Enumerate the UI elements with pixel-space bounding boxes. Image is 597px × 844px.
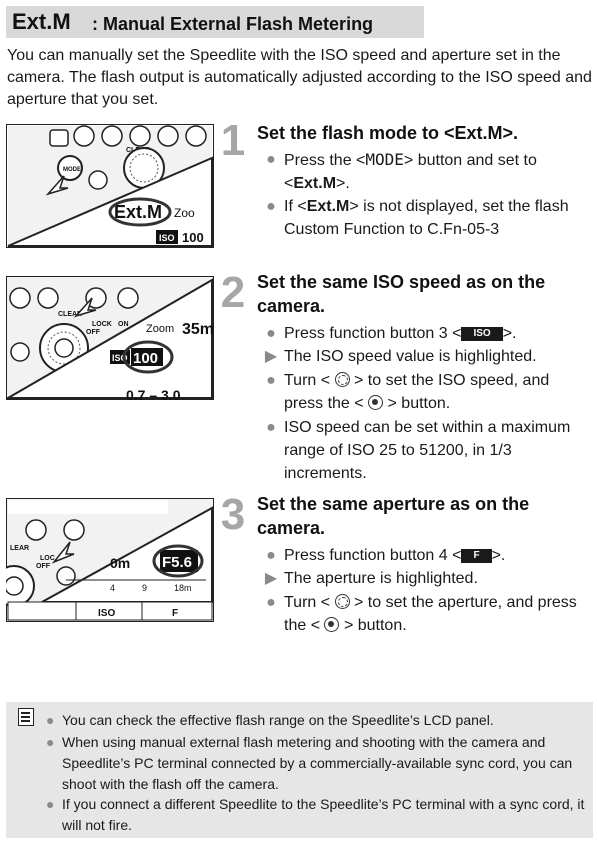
notes-box: ● You can check the effective flash rang…: [6, 702, 593, 838]
lcd-scale: 0.7 – 3.0: [126, 387, 181, 400]
bullet-marker: ●: [46, 796, 55, 812]
step2-number: 2: [220, 268, 246, 317]
bullet-marker: ●: [266, 198, 276, 215]
step3-illustration: LEAR LOC OFF 0m F5.6 4 9 18m ISO F: [6, 498, 214, 622]
off-label: OFF: [86, 329, 101, 336]
lock-label: LOCK: [92, 321, 112, 328]
bullet-marker: ●: [266, 151, 276, 168]
step3-number: 3: [220, 490, 246, 539]
step2-bullet3: ● ISO speed can be set within a maximum …: [262, 416, 592, 485]
btn-clear-label: CLEAR: [58, 311, 82, 318]
note-item: ● You can check the effective flash rang…: [46, 710, 586, 731]
dial-icon: [334, 594, 350, 609]
title-mode: Ext.M: [12, 9, 71, 34]
on-label: ON: [118, 321, 129, 328]
set-button-icon: [324, 617, 340, 632]
bullet-marker: ●: [266, 547, 276, 564]
btn-clear-label: LEAR: [10, 545, 29, 552]
lcd-scale-a: 4: [110, 583, 115, 593]
lcd-iso-label: ISO: [112, 353, 128, 363]
dial-icon: [334, 372, 350, 387]
fn-button-iso-icon: ISO: [461, 327, 503, 341]
step1-heading: Set the flash mode to <Ext.M>.: [257, 123, 519, 143]
result-marker: ▶: [264, 570, 278, 587]
step2-illustration: CLEAR LOCK OFF ON Zoom 35m ISO 100 0.7 –…: [6, 276, 214, 400]
off-label: OFF: [36, 563, 51, 570]
note-item: ● If you connect a different Speedlite t…: [46, 796, 585, 833]
fn-label-f: F: [172, 608, 178, 619]
lock-label: LOC: [40, 555, 55, 562]
lcd-iso-label: ISO: [159, 233, 175, 243]
step1-bullet1: ● Press the <MODE> button and set to <Ex…: [262, 148, 592, 195]
btn-mode-label: MODE: [63, 167, 81, 173]
step2-heading: Set the same ISO speed as on the camera.: [257, 272, 546, 316]
lcd-scale-c: 18m: [174, 583, 192, 593]
result-marker: ▶: [264, 348, 278, 365]
memo-icon: [18, 708, 34, 726]
step1-number: 1: [220, 116, 246, 165]
fn-label-iso: ISO: [98, 608, 115, 619]
step2-bullet1: ● Press function button 3 <ISO>.: [262, 322, 592, 345]
step3-bullet2: ● Turn < > to set the aperture, and pres…: [262, 591, 592, 637]
step3-heading: Set the same aperture as on the camera.: [257, 494, 530, 538]
lcd-mode: Ext.M: [114, 202, 162, 222]
lcd-zoom: Zoom: [146, 323, 174, 335]
lcd-distance: 0m: [110, 555, 130, 571]
step2-result: ▶ The ISO speed value is highlighted.: [262, 345, 592, 368]
title-text: : Manual External Flash Metering: [92, 14, 374, 34]
lcd-aperture-value: F5.6: [162, 554, 192, 571]
lcd-zoom: Zoo: [174, 206, 195, 220]
bullet-marker: ●: [266, 325, 276, 342]
bullet-marker: ●: [266, 594, 276, 611]
step1-illustration: CLEAR MODE Ext.M Zoo ISO 100: [6, 124, 214, 248]
set-button-icon: [368, 395, 384, 410]
lcd-zoom-value: 35m: [182, 321, 214, 338]
note-item: ● When using manual external flash meter…: [46, 734, 573, 792]
bullet-marker: ●: [266, 372, 276, 389]
bullet-marker: ●: [46, 712, 55, 728]
step2-bullet2: ● Turn < > to set the ISO speed, and pre…: [262, 369, 592, 415]
intro-paragraph: You can manually set the Speedlite with …: [7, 47, 592, 108]
bullet-marker: ●: [266, 419, 276, 436]
fn-button-f-icon: F: [461, 549, 492, 563]
page-title: Ext.M : Manual External Flash Metering: [6, 6, 424, 38]
bullet-marker: ●: [46, 734, 55, 750]
lcd-iso-value: 100: [133, 350, 158, 367]
step3-result: ▶ The aperture is highlighted.: [262, 567, 592, 590]
step3-bullet1: ● Press function button 4 <F>.: [262, 544, 592, 567]
lcd-iso-value: 100: [182, 230, 204, 245]
step1-bullet2: ● If <Ext.M> is not displayed, set the f…: [262, 195, 592, 241]
lcd-scale-b: 9: [142, 583, 147, 593]
